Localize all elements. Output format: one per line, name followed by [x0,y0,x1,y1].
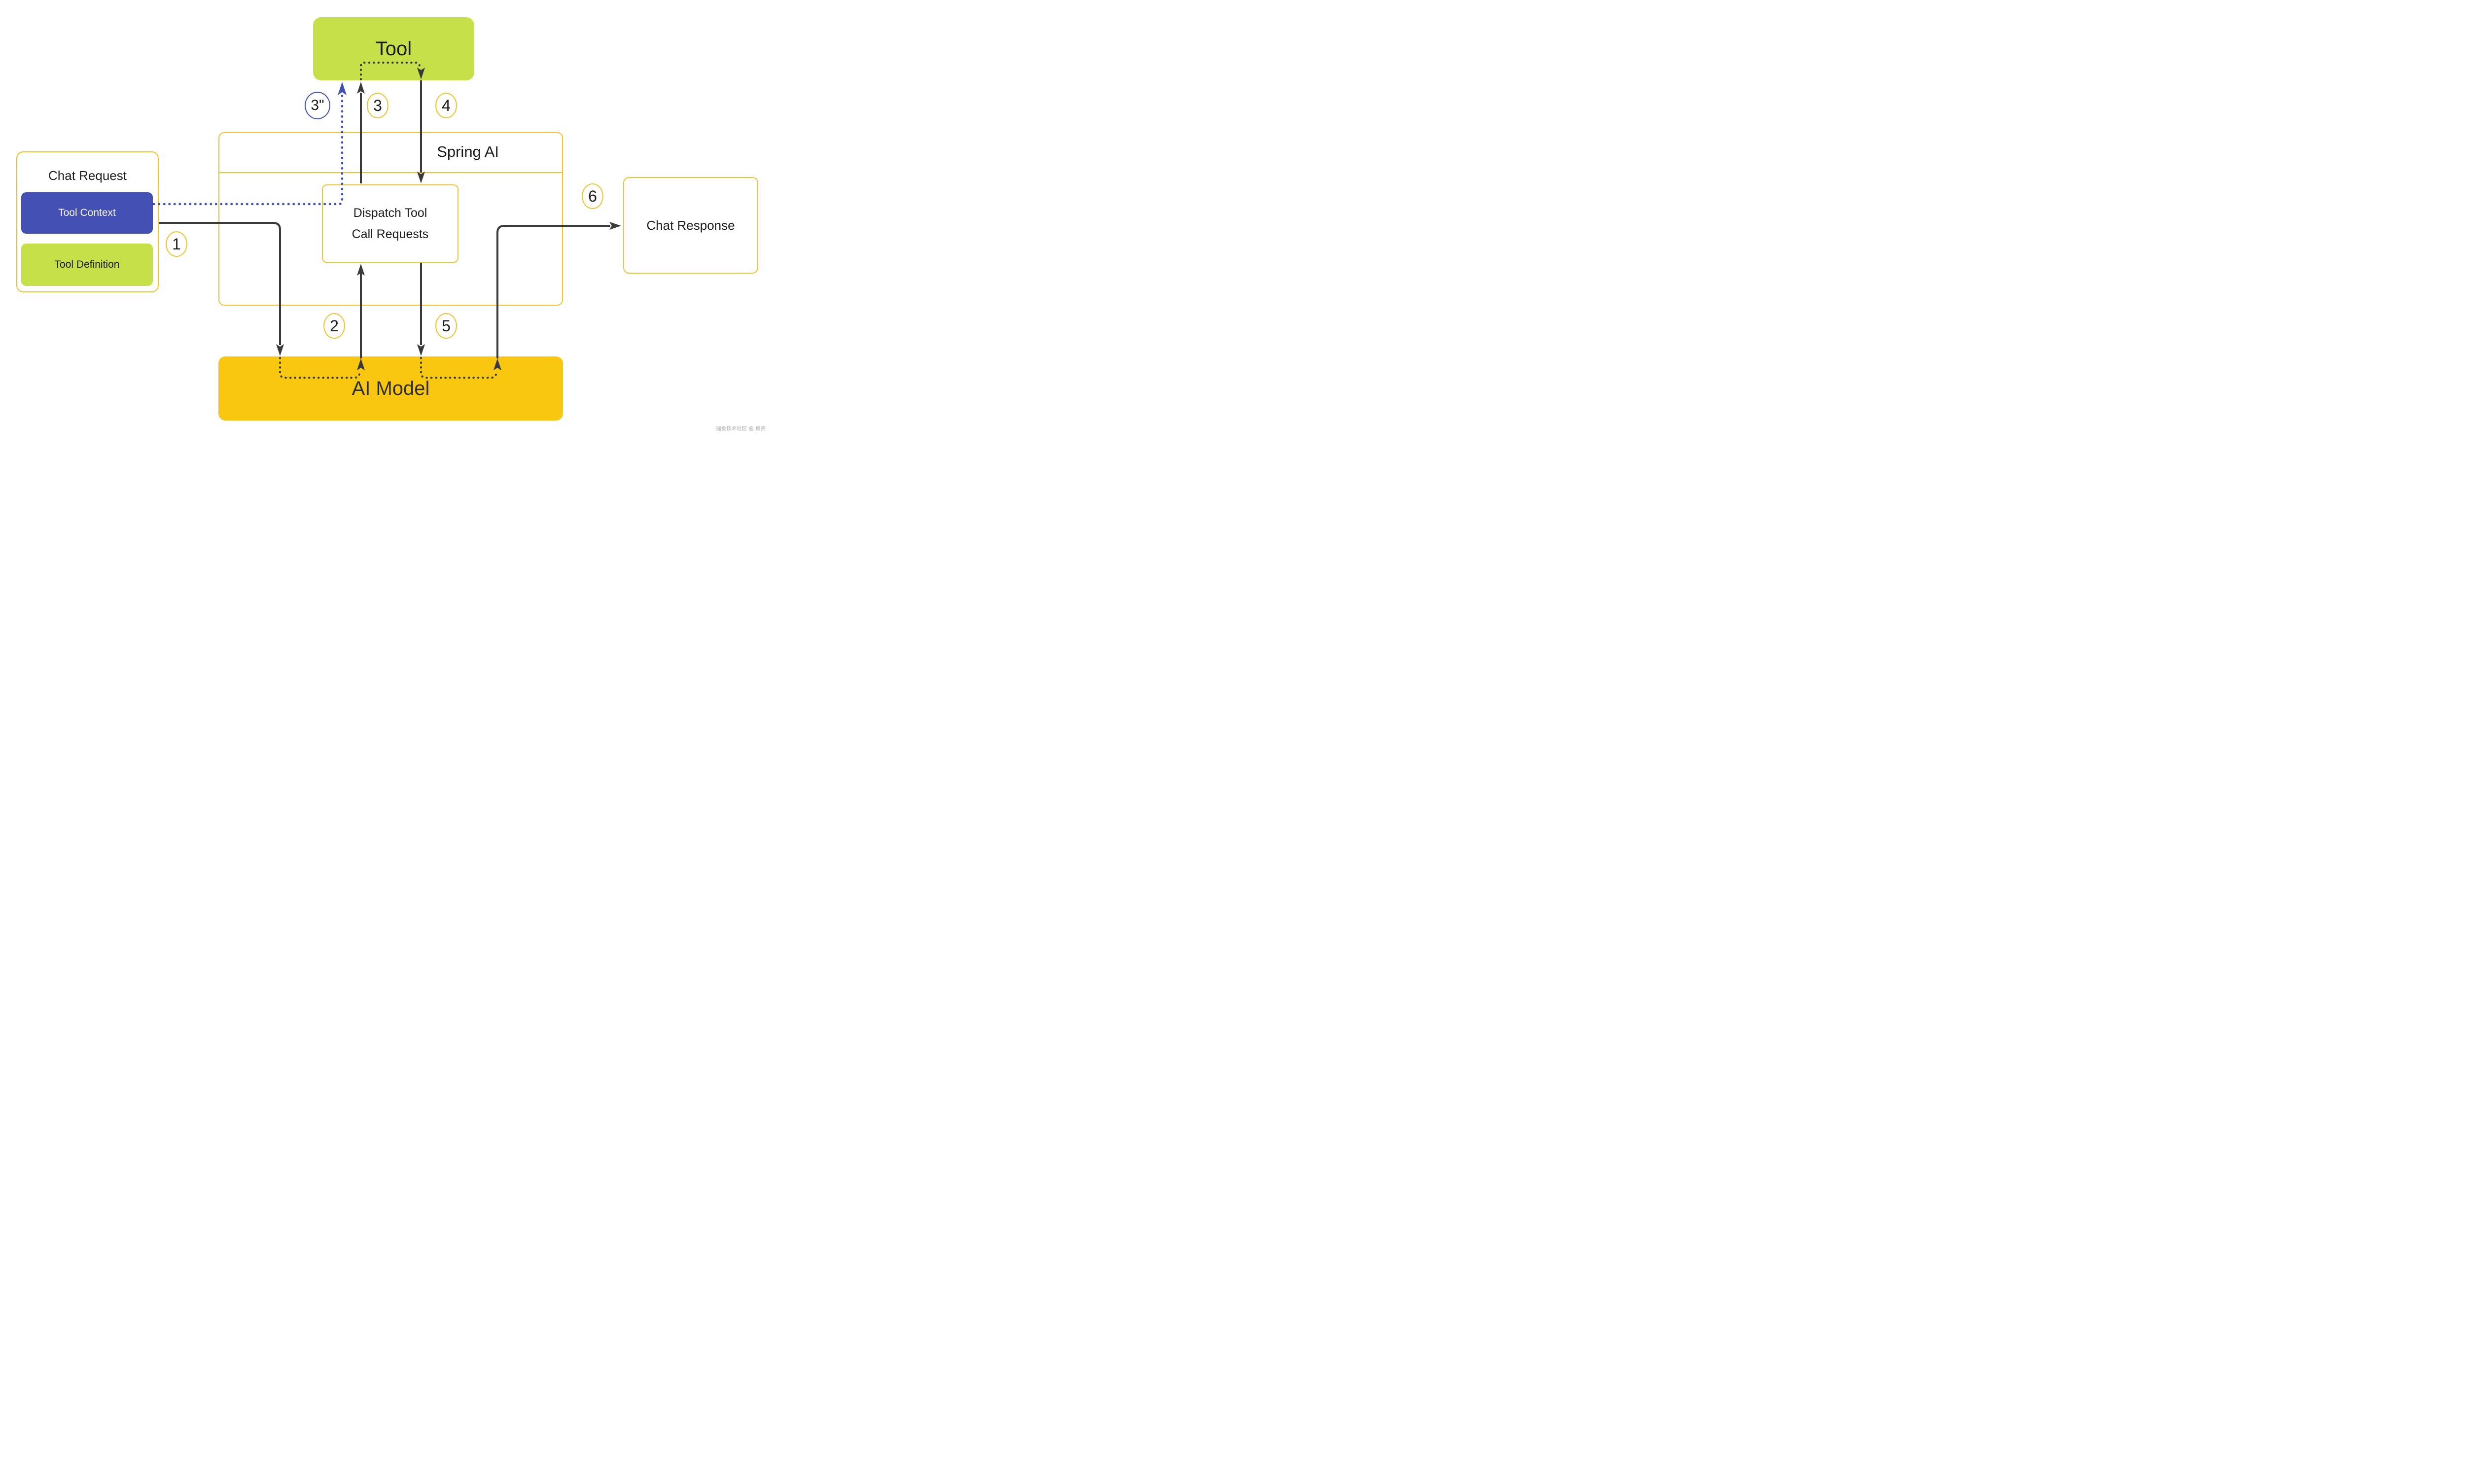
watermark: 掘金技术社区 @ 房杰 [716,426,766,432]
node-tool-context: Tool Context [21,192,153,234]
node-tool: Tool [313,17,474,80]
step-badge-4: 4 [435,93,457,118]
dispatch-label-line1: Dispatch Tool [353,206,427,220]
arrowhead-3quote-up-blue [338,82,347,95]
tool-label: Tool [375,37,412,60]
arrowhead-1-down [276,344,284,356]
tool-context-label: Tool Context [58,207,116,218]
step-badge-3: 3 [367,93,388,118]
spring-ai-label: Spring AI [437,143,499,160]
arrowhead-5-down [417,344,425,356]
diagram-canvas: Spring AI Tool Dispatch Tool Call Reques… [0,0,773,438]
arrowhead-3-up [357,82,365,94]
node-tool-definition: Tool Definition [21,244,153,286]
ai-model-label: AI Model [352,377,430,399]
tool-definition-label: Tool Definition [54,259,120,270]
dispatch-label-line2: Call Requests [352,227,429,241]
chat-request-title: Chat Request [48,168,127,183]
step-badge-5: 5 [435,313,457,339]
step-badge-3quote: 3" [305,92,330,119]
node-dispatch-tool-call-requests: Dispatch Tool Call Requests [322,184,458,263]
chat-response-label: Chat Response [646,217,735,233]
arrowhead-6-right [609,222,621,230]
spring-ai-header-divider [219,172,563,173]
step-badge-6: 6 [582,183,603,209]
node-ai-model: AI Model [218,356,563,421]
step-badge-1: 1 [166,231,187,257]
node-chat-response: Chat Response [623,177,758,274]
step-badge-2: 2 [323,313,345,339]
